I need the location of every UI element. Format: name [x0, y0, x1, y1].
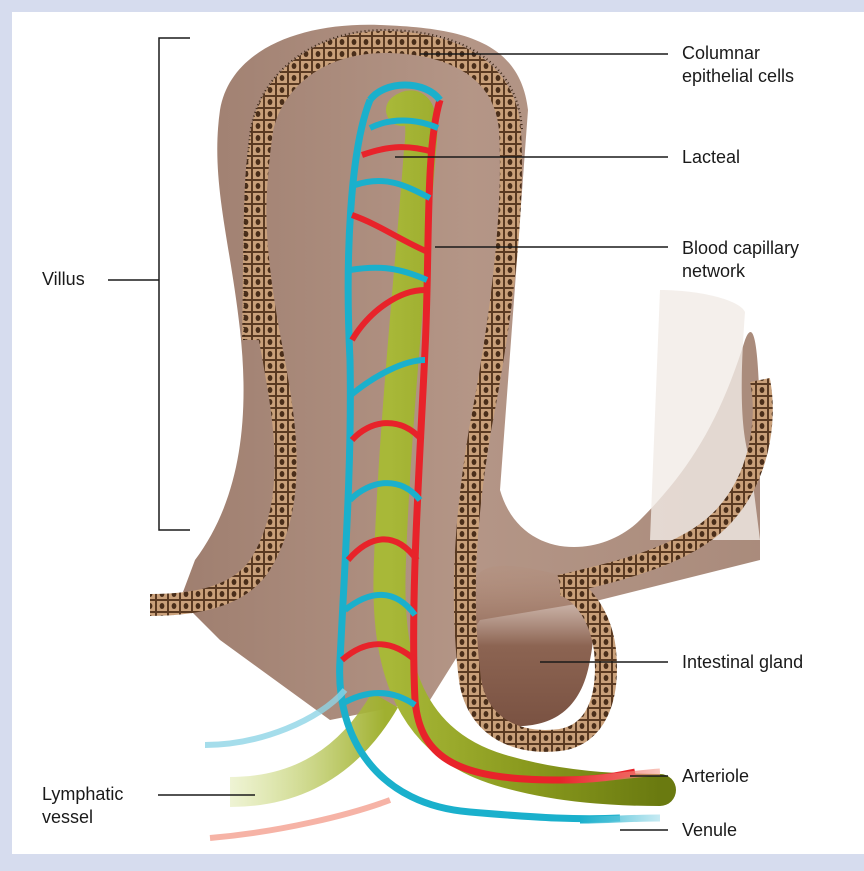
- label-lymphatic-vessel: Lymphatic vessel: [42, 783, 123, 829]
- label-columnar-epithelial-cells: Columnar epithelial cells: [682, 42, 794, 88]
- venule-fade: [580, 818, 660, 820]
- label-blood-capillary-network: Blood capillary network: [682, 237, 799, 283]
- label-intestinal-gland: Intestinal gland: [682, 651, 803, 674]
- label-lacteal: Lacteal: [682, 146, 740, 169]
- label-lymphatic-line1: Lymphatic: [42, 783, 123, 806]
- label-capillary-line2: network: [682, 260, 799, 283]
- label-columnar-line1: Columnar: [682, 42, 794, 65]
- lymphatic-vessel-in: [230, 700, 385, 792]
- label-capillary-line1: Blood capillary: [682, 237, 799, 260]
- label-venule: Venule: [682, 819, 737, 842]
- label-arteriole: Arteriole: [682, 765, 749, 788]
- label-columnar-line2: epithelial cells: [682, 65, 794, 88]
- label-villus: Villus: [42, 268, 85, 291]
- label-lymphatic-line2: vessel: [42, 806, 123, 829]
- villus-bracket: [108, 38, 190, 530]
